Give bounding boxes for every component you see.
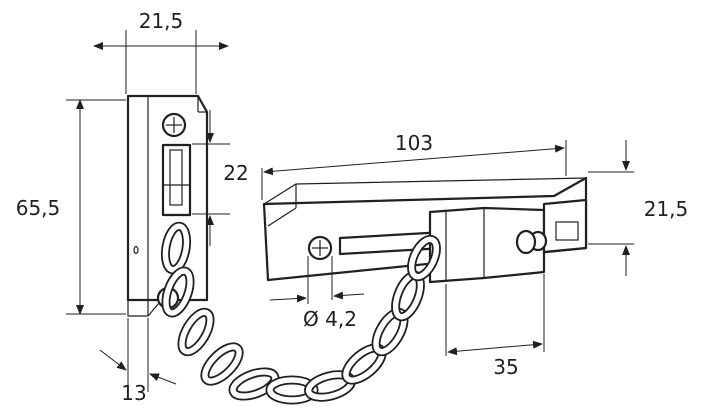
dim-label-slot-offset: 22 — [223, 161, 248, 185]
dim-label-plate-width: 21,5 — [139, 9, 184, 33]
knob-icon — [515, 229, 548, 255]
chain-rail — [262, 176, 588, 284]
dim-plate-depth: 13 — [99, 318, 177, 405]
dim-screw-hole: Ø 4,2 — [269, 256, 365, 331]
dim-plate-height: 65,5 — [16, 99, 126, 315]
screw-icon — [161, 112, 187, 138]
dim-label-screw-hole: Ø 4,2 — [303, 307, 357, 331]
keeper-slot — [161, 143, 192, 217]
end-stop — [542, 198, 588, 254]
dim-label-rail-length: 103 — [395, 131, 433, 155]
chain — [160, 221, 441, 405]
dim-slot-offset: 22 — [192, 110, 249, 246]
dim-rail-height: 21,5 — [588, 140, 688, 276]
dim-label-plate-height: 65,5 — [16, 196, 61, 220]
dim-label-slider-length: 35 — [493, 355, 518, 379]
dim-label-rail-height: 21,5 — [644, 197, 689, 221]
dim-rail-length: 103 — [261, 131, 567, 200]
dim-plate-width: 21,5 — [93, 9, 229, 94]
dim-label-plate-depth: 13 — [121, 381, 146, 405]
screw-icon — [307, 235, 333, 261]
dim-slider-length: 35 — [445, 274, 545, 379]
